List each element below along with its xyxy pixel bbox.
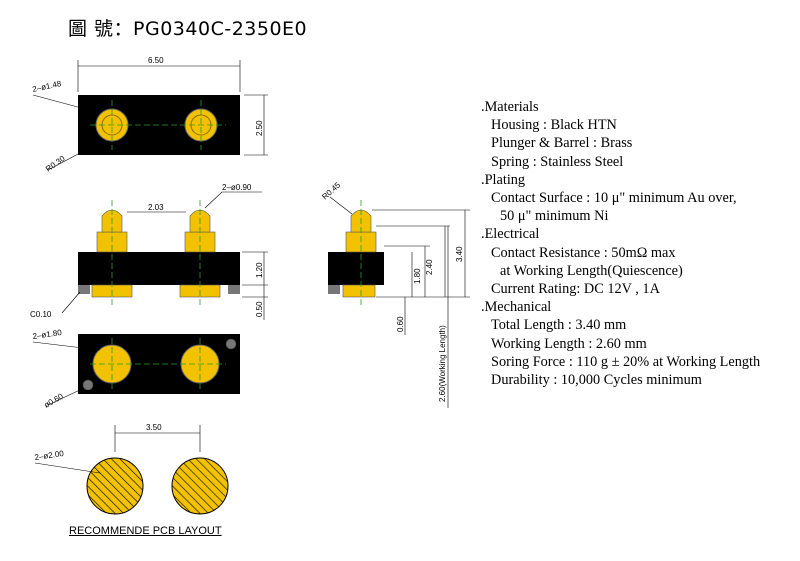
dim-hole-top: 2–ø1.48: [32, 79, 63, 94]
spec-item: Housing : Black HTN: [491, 117, 617, 134]
pcb-pad-right: [171, 457, 229, 515]
page-title: 圖 號：PG0340C-2350E0: [68, 18, 308, 40]
spec-item: Current Rating: DC 12V , 1A: [491, 281, 660, 298]
front-view: 2.03 2–ø0.90 1.20 0.50 C0.10: [30, 183, 268, 320]
housing-front: [78, 252, 240, 285]
dim-chamfer: C0.10: [30, 310, 52, 319]
spec-item: Contact Surface : 10 μ" minimum Au over,: [491, 190, 737, 207]
dim-pcb-pitch: 3.50: [146, 423, 162, 432]
dim-240: 2.40: [425, 259, 434, 275]
top-view: 6.50 2.50 2–ø1.48 R0.30: [32, 56, 268, 174]
spec-item: Working Length : 2.60 mm: [491, 335, 647, 352]
spec-item: at Working Length(Quiescence): [500, 262, 683, 279]
spec-section: .Electrical: [481, 226, 540, 243]
dim-bottom-pad: 2–ø1.80: [32, 328, 63, 341]
dim-body-height: 1.20: [255, 262, 264, 278]
spec-section: .Mechanical: [481, 299, 552, 316]
dim-width-top: 6.50: [148, 56, 164, 65]
dim-height-top: 2.50: [255, 120, 264, 136]
dim-pin-dia: 2–ø0.90: [222, 183, 252, 192]
spec-section: .Plating: [481, 171, 526, 188]
housing-side: [328, 252, 384, 285]
spec-item: Durability : 10,000 Cycles minimum: [491, 372, 702, 389]
dim-pcb-pad: 2–ø2.00: [34, 449, 65, 462]
dim-bottom-hole: ø0.60: [43, 391, 66, 409]
dim-180: 1.80: [413, 268, 422, 284]
spec-item: 50 μ" minimum Ni: [500, 208, 609, 225]
pcb-layout-title: RECOMMENDE PCB LAYOUT: [69, 525, 222, 537]
dim-working-length: 2.60(Working Length): [438, 325, 447, 402]
dim-pin-pitch: 2.03: [148, 203, 164, 212]
spec-item: Spring : Stainless Steel: [491, 153, 624, 170]
side-view: R0.45 3.40 2.40 1.80 0.60 2.60(Working L…: [320, 180, 470, 408]
pcb-pad-left: [86, 457, 144, 515]
spec-item: Total Length : 3.40 mm: [491, 317, 627, 334]
pcb-layout: 3.50 2–ø2.00: [34, 423, 229, 515]
dim-radius-top: R0.30: [44, 154, 67, 174]
spec-section: .Materials: [481, 99, 539, 115]
bottom-view: 2–ø1.80 ø0.60: [32, 328, 240, 410]
spec-item: Plunger & Barrel : Brass: [491, 135, 633, 152]
dim-060: 0.60: [396, 316, 405, 332]
dim-total-length: 3.40: [455, 246, 464, 262]
dim-bottom-gap: 0.50: [255, 301, 264, 317]
spec-item: Soring Force : 110 g ± 20% at Working Le…: [491, 353, 761, 370]
spec-item: Contact Resistance : 50mΩ max: [491, 244, 676, 261]
